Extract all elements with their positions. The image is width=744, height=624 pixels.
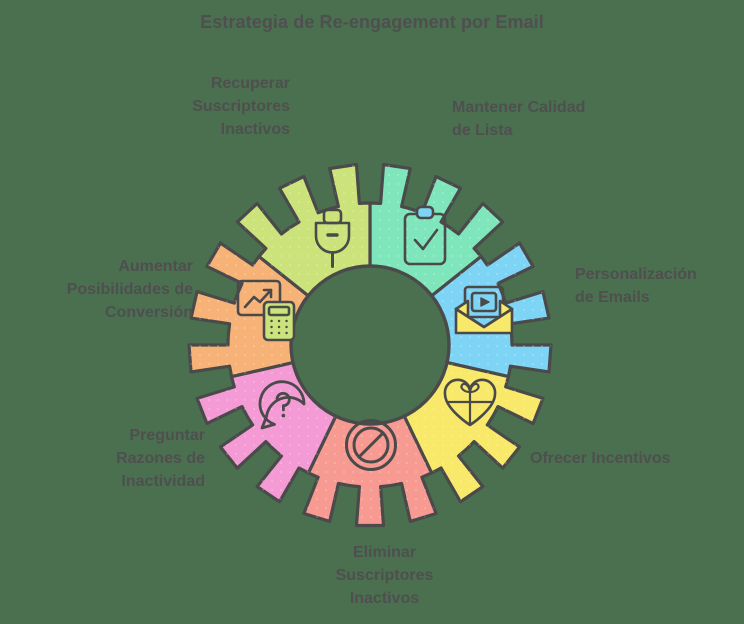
- prohibition-icon: [345, 419, 397, 471]
- chart-calculator-icon: [236, 279, 296, 342]
- heart-gift-icon: [443, 378, 497, 427]
- gear-segment-texture: [403, 362, 543, 502]
- gear-segment-texture: [189, 243, 310, 377]
- envelope-video-icon: [454, 285, 514, 335]
- plug-icon: [314, 208, 351, 268]
- label-ofrecer-incentivos: Ofrecer Incentivos: [530, 450, 671, 467]
- question-bubble-icon: [258, 380, 306, 430]
- label-mantener-calidad: Mantener Calidad de Lista: [452, 99, 586, 139]
- clipboard-check-icon: [403, 205, 447, 266]
- label-aumentar-conversion: Aumentar Posibilidades de Conversión: [66, 258, 193, 321]
- label-recuperar-suscriptores: Recuperar Suscriptores Inactivos: [192, 75, 290, 138]
- segment-icons: [236, 205, 514, 471]
- gear-segment-texture: [197, 362, 337, 502]
- label-eliminar-suscriptores: Eliminar Suscriptores Inactivos: [335, 544, 434, 607]
- gear-hub: [289, 264, 451, 426]
- label-personalizacion-emails: Personalización de Emails: [575, 266, 697, 306]
- label-preguntar-razones: Preguntar Razones de Inactividad: [116, 427, 205, 490]
- page-title: Estrategia de Re-engagement por Email: [200, 12, 544, 32]
- gear-wheel-diagram: [180, 155, 560, 535]
- gear-segment-texture: [237, 164, 370, 297]
